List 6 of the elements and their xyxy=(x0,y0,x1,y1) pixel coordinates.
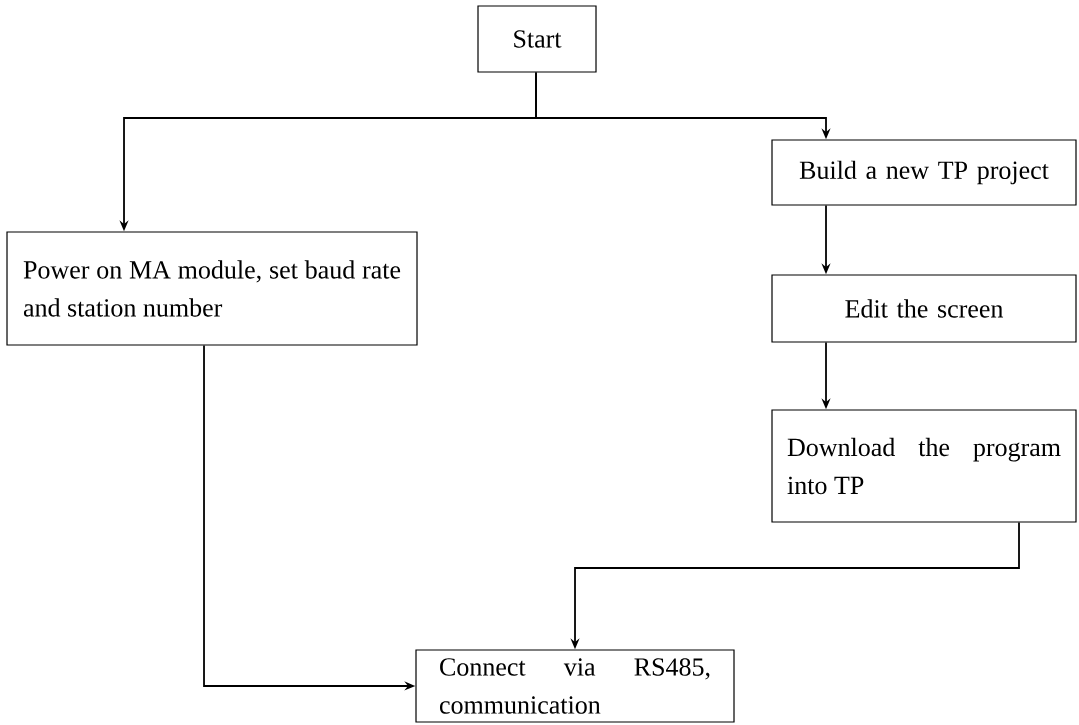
process-box: Power on MA module, set baud rate and station number xyxy=(6,231,418,346)
process-box: Download the program into TP xyxy=(771,409,1077,523)
process-box: Build a new TP project xyxy=(771,139,1077,206)
process-box: Connect via RS485, communication xyxy=(415,649,735,723)
process-box: Start xyxy=(477,5,597,73)
process-box: Edit the screen xyxy=(771,274,1077,343)
